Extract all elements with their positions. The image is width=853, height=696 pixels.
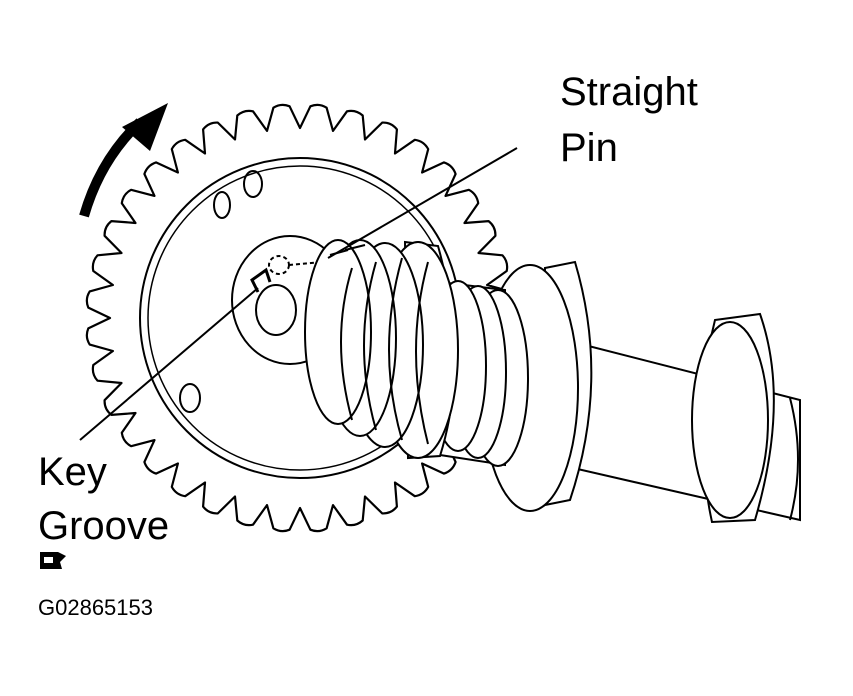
figure-id: G02865153: [38, 595, 153, 620]
rotation-arrow-icon: [79, 103, 168, 218]
sprocket-hole: [213, 191, 231, 219]
key-groove-label-line2: Groove: [38, 504, 170, 548]
sprocket-slot: [243, 170, 263, 198]
key-groove-leader: [79, 287, 259, 441]
camera-icon: [40, 552, 66, 569]
straight-pin-label-line1: Straight: [560, 70, 698, 114]
straight-pin-leader: [327, 147, 518, 259]
key-groove-label-line1: Key: [38, 450, 107, 494]
hub-bore: [255, 284, 297, 336]
straight-pin-label-line2: Pin: [560, 126, 618, 170]
key-groove-mark: [250, 267, 272, 293]
sprocket-hole: [179, 383, 201, 413]
camshaft: [304, 239, 801, 524]
